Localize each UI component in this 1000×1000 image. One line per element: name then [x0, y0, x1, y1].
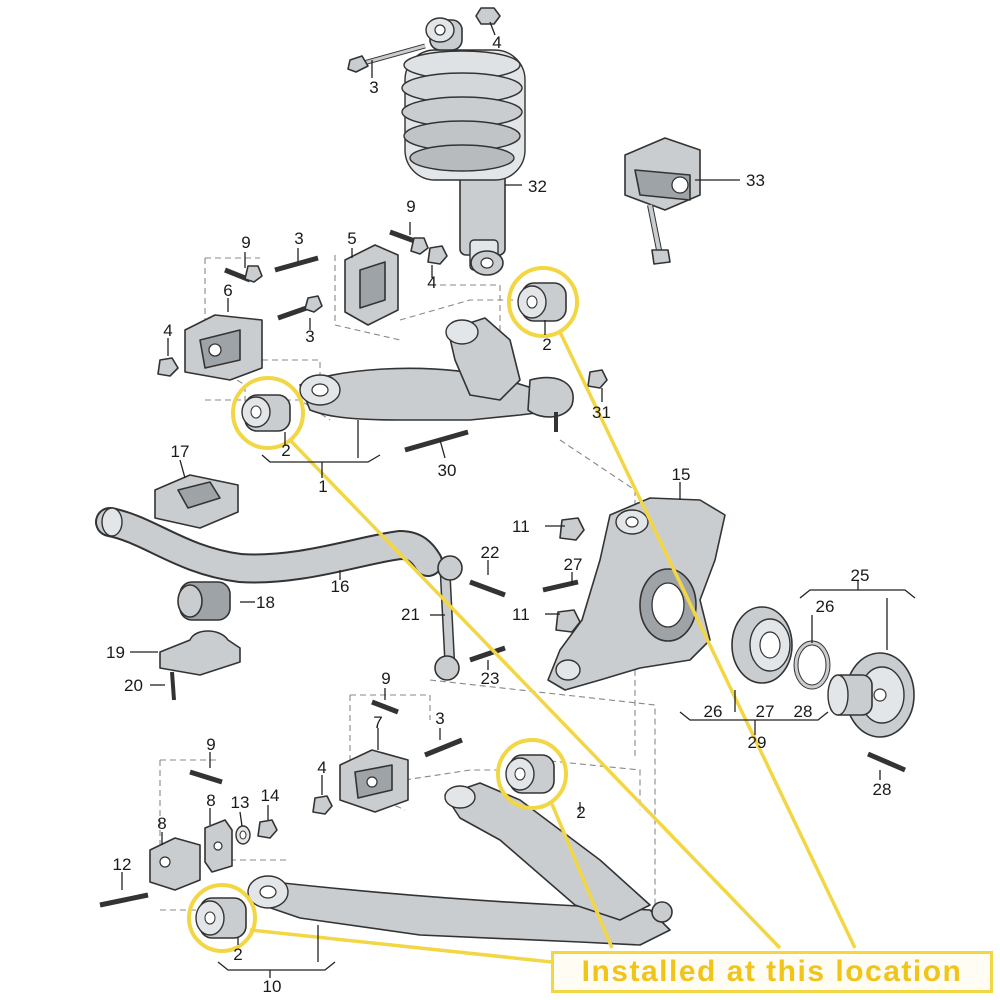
label-10: 10	[263, 977, 282, 996]
label-11: 11	[512, 605, 530, 624]
label-18: 18	[256, 593, 275, 612]
circlip-26-icon	[793, 640, 831, 690]
label-1: 1	[318, 477, 327, 496]
bushing-icon	[241, 394, 291, 432]
wheel-bearing-housing-15	[547, 497, 726, 691]
label-32: 32	[528, 177, 547, 196]
clamp-17-icon	[154, 474, 239, 529]
strut-assembly-32	[401, 17, 526, 276]
label-22: 22	[481, 543, 500, 562]
bushing-icon	[517, 282, 567, 322]
callout-text: Installed at this location	[581, 955, 963, 988]
label-8: 8	[157, 814, 166, 833]
label-2: 2	[542, 335, 551, 354]
label-3: 3	[305, 327, 314, 346]
label-29: 29	[748, 733, 767, 752]
nut-icon	[475, 7, 501, 25]
bracket-8-icon	[149, 837, 201, 891]
label-28: 28	[794, 702, 813, 721]
label-26: 26	[816, 597, 835, 616]
bushing-icon	[195, 897, 247, 939]
label-12: 12	[113, 855, 132, 874]
label-7: 7	[373, 713, 382, 732]
clamp-19-icon	[159, 630, 241, 701]
label-9: 9	[206, 735, 215, 754]
rubber-mount-18-icon	[177, 581, 231, 621]
highlight-markers	[187, 266, 857, 964]
leader-lines	[121, 21, 916, 978]
wheel-hub-25	[827, 652, 915, 738]
label-4: 4	[492, 33, 501, 52]
label-9: 9	[241, 233, 250, 252]
label-9: 9	[381, 669, 390, 688]
washer-13-icon	[235, 825, 251, 845]
label-20: 20	[124, 676, 143, 695]
bracket-5-icon	[344, 244, 399, 326]
label-3: 3	[294, 229, 303, 248]
label-30: 30	[438, 461, 457, 480]
label-3: 3	[369, 78, 378, 97]
label-2: 2	[281, 441, 290, 460]
label-2: 2	[233, 945, 242, 964]
label-15: 15	[672, 465, 691, 484]
label-11: 11	[512, 517, 530, 536]
part-number-labels: 3 4 32 33 9 9 3 5 4 6 3 4 2 31 2 1 30 17…	[106, 33, 891, 996]
label-17: 17	[171, 442, 190, 461]
stabilizer-bar-16	[95, 507, 443, 584]
label-19: 19	[106, 643, 125, 662]
bracket-6-icon	[184, 314, 263, 381]
label-5: 5	[347, 229, 356, 248]
label-28: 28	[873, 780, 892, 799]
installed-location-callout: Installed at this location	[551, 951, 993, 993]
bolt-icon	[347, 43, 426, 73]
bushing-icon	[505, 754, 555, 794]
label-25: 25	[851, 566, 870, 585]
bracket-7-icon	[339, 749, 409, 813]
label-4: 4	[317, 758, 326, 777]
bracket-33-icon	[624, 137, 701, 265]
coupling-link-21	[434, 555, 463, 681]
label-33: 33	[746, 171, 765, 190]
label-2: 2	[576, 803, 585, 822]
bracket-8-icon	[204, 819, 233, 873]
upper-control-arm-1	[299, 317, 574, 432]
label-13: 13	[231, 793, 250, 812]
label-3: 3	[435, 709, 444, 728]
label-4: 4	[427, 273, 436, 292]
label-6: 6	[223, 281, 232, 300]
wheel-bearing-27	[731, 606, 793, 684]
label-31: 31	[592, 403, 611, 422]
label-16: 16	[331, 577, 350, 596]
label-27: 27	[564, 555, 583, 574]
label-26: 26	[704, 702, 723, 721]
label-9: 9	[406, 197, 415, 216]
lower-control-arm-10	[247, 782, 673, 946]
nut-icon	[157, 237, 608, 839]
label-4: 4	[163, 321, 172, 340]
label-8: 8	[206, 791, 215, 810]
label-14: 14	[261, 786, 280, 805]
label-21: 21	[401, 605, 420, 624]
label-23: 23	[481, 669, 500, 688]
label-27: 27	[756, 702, 775, 721]
